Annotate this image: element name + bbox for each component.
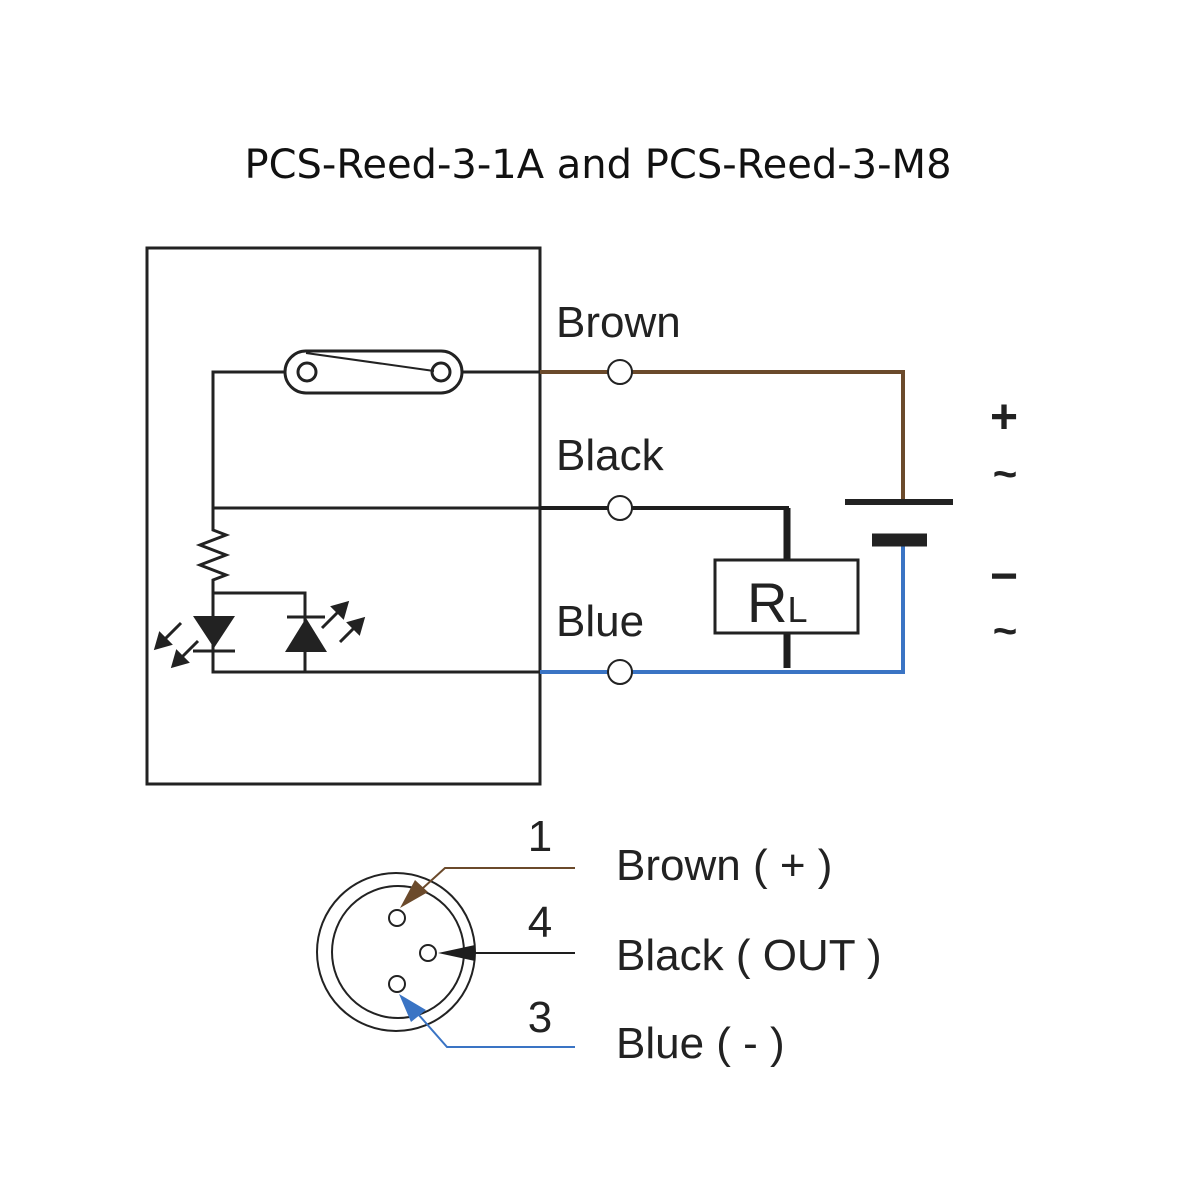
pin-3-arrow-icon <box>399 994 426 1022</box>
pin-3 <box>388 975 406 993</box>
zener-diode-icon <box>285 618 327 652</box>
internal-wire-top <box>211 370 540 510</box>
reed-contact-left <box>296 361 318 383</box>
pin-1-arrow-icon <box>400 880 428 908</box>
ac-symbol-plus: ~ <box>993 450 1018 497</box>
pin-number-1: 1 <box>528 812 552 861</box>
pin-number-4: 4 <box>528 898 552 947</box>
terminal-black <box>607 495 633 521</box>
led-emission-arrows-icon <box>153 621 200 669</box>
load-label: RL <box>747 571 807 634</box>
black-wire <box>540 506 789 560</box>
light-arrows-icon <box>320 600 366 644</box>
sensor-housing <box>145 246 542 786</box>
load-resistor <box>713 558 860 635</box>
terminal-blue <box>607 659 633 685</box>
wire-label-brown: Brown <box>556 298 681 347</box>
pin-label-blue: Blue ( - ) <box>616 1019 785 1068</box>
brown-wire <box>540 370 905 500</box>
resistor <box>195 508 540 674</box>
m8-connector <box>316 872 476 1032</box>
wire-label-black: Black <box>556 431 665 480</box>
reed-blade <box>305 352 435 372</box>
terminal-brown <box>607 359 633 385</box>
reed-contact-right <box>430 361 452 383</box>
pin-label-brown: Brown ( + ) <box>616 841 832 890</box>
pin-3-leader <box>417 1013 575 1048</box>
wire-label-blue: Blue <box>556 597 644 646</box>
pin-label-black: Black ( OUT ) <box>616 931 882 980</box>
reed-switch <box>283 349 464 395</box>
diagram-title: PCS-Reed-3-1A and PCS-Reed-3-M8 <box>244 142 951 188</box>
pin-number-3: 3 <box>528 993 552 1042</box>
pin-4 <box>419 944 437 962</box>
ac-symbol-minus: ~ <box>993 607 1018 654</box>
plus-symbol: + <box>990 391 1018 444</box>
pin-4-arrow-icon <box>438 945 475 961</box>
pin-1 <box>388 909 406 927</box>
led-icon <box>193 616 235 648</box>
minus-symbol: − <box>990 550 1018 603</box>
blue-wire <box>540 545 905 674</box>
internal-circuit <box>193 349 540 674</box>
diode-branch <box>213 591 307 672</box>
